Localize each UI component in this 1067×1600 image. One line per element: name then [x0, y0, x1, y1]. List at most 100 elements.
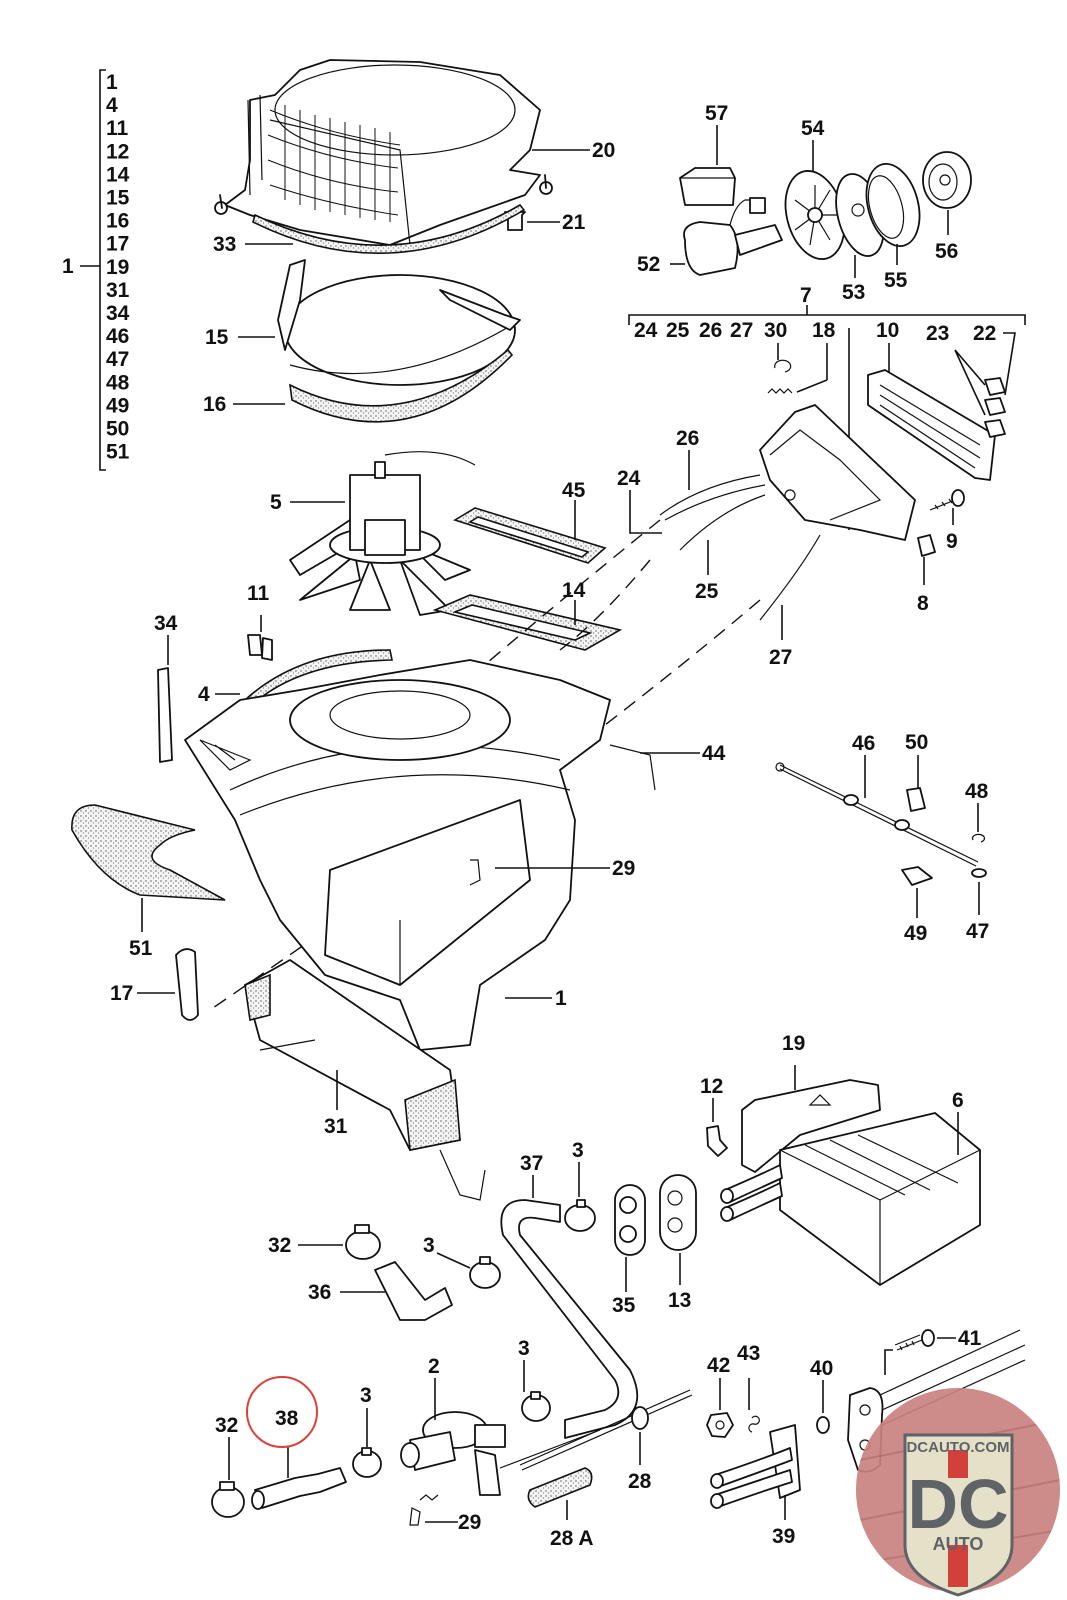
part-11-clip[interactable]: [247, 634, 273, 661]
part-32-clamp-lower[interactable]: [211, 1481, 245, 1518]
part-18-washer[interactable]: [767, 388, 793, 394]
part-39-pipe-flange[interactable]: [710, 1424, 801, 1509]
callout-9[interactable]: 9: [946, 530, 958, 553]
callout-27[interactable]: 27: [769, 646, 792, 669]
part-9-screw[interactable]: [929, 498, 956, 511]
part-28a-sleeve[interactable]: [527, 1467, 593, 1508]
part-1-heater-housing[interactable]: [184, 659, 611, 1051]
callout-4[interactable]: 4: [198, 683, 210, 706]
part-55-wheel[interactable]: [858, 158, 928, 252]
callout-44[interactable]: 44: [702, 742, 726, 765]
part-30-clip[interactable]: [774, 359, 792, 373]
part-56-knob[interactable]: [922, 151, 972, 209]
callout-42[interactable]: 42: [707, 1354, 730, 1377]
part-52-motor[interactable]: [683, 197, 783, 276]
callout-32-lower[interactable]: 32: [215, 1414, 238, 1437]
part-4-seal[interactable]: [243, 649, 393, 707]
callout-40[interactable]: 40: [810, 1357, 833, 1380]
callout-21[interactable]: 21: [562, 211, 586, 234]
callout-51[interactable]: 51: [129, 937, 153, 960]
part-57-resistor-box[interactable]: [679, 167, 736, 206]
part-31-duct-tray[interactable]: [244, 959, 486, 1201]
part-45-gasket[interactable]: [453, 507, 607, 564]
cable-24[interactable]: [659, 474, 761, 516]
callout-29-upper[interactable]: 29: [612, 857, 635, 880]
part-14-gasket[interactable]: [432, 594, 623, 651]
part-13-grommet[interactable]: [659, 1174, 697, 1251]
part-7-control-unit[interactable]: [759, 404, 916, 541]
callout-33[interactable]: 33: [213, 233, 236, 256]
part-35-grommet[interactable]: [614, 1184, 646, 1256]
callout-56[interactable]: 56: [935, 240, 958, 263]
callout-32-upper[interactable]: 32: [268, 1234, 291, 1257]
callout-50[interactable]: 50: [905, 731, 928, 754]
part-28-cable[interactable]: [519, 1389, 693, 1471]
part-37-hose[interactable]: [500, 1199, 639, 1439]
callout-53[interactable]: 53: [842, 281, 865, 304]
part-49-clip[interactable]: [901, 866, 933, 886]
callout-49[interactable]: 49: [904, 922, 927, 945]
callout-43[interactable]: 43: [737, 1342, 760, 1365]
callout-15[interactable]: 15: [205, 326, 229, 349]
callout-52[interactable]: 52: [637, 253, 660, 276]
part-19-cover[interactable]: [741, 1079, 881, 1173]
part-40-oring[interactable]: [816, 1416, 830, 1434]
part-20-blower-cover[interactable]: [214, 59, 553, 246]
part-42-nut[interactable]: [706, 1412, 734, 1438]
part-6-heater-core[interactable]: [720, 1112, 981, 1286]
callout-8[interactable]: 8: [917, 592, 929, 615]
part-33-gasket[interactable]: [252, 203, 526, 255]
part-44-rod[interactable]: [609, 744, 656, 791]
callout-28[interactable]: 28: [628, 1470, 652, 1493]
part-10-control-panel[interactable]: [867, 369, 996, 481]
callout-37[interactable]: 37: [520, 1152, 543, 1175]
part-50-clip[interactable]: [906, 787, 926, 812]
callout-13[interactable]: 13: [668, 1289, 691, 1312]
cable-25[interactable]: [679, 494, 766, 551]
part-15-flap[interactable]: [277, 259, 521, 386]
callout-24[interactable]: 24: [617, 467, 641, 490]
part-43-hook[interactable]: [748, 1415, 760, 1433]
callout-41[interactable]: 41: [958, 1327, 982, 1350]
part-51-foam[interactable]: [71, 804, 226, 901]
callout-29-lower[interactable]: 29: [458, 1511, 481, 1534]
callout-57[interactable]: 57: [705, 102, 728, 125]
callout-19[interactable]: 19: [782, 1032, 805, 1055]
callout-3-a[interactable]: 3: [572, 1139, 584, 1162]
part-12-clip[interactable]: [706, 1125, 728, 1157]
cable-27[interactable]: [759, 534, 821, 621]
part-22-knobs[interactable]: [984, 377, 1006, 438]
callout-12[interactable]: 12: [700, 1075, 723, 1098]
callout-20[interactable]: 20: [592, 139, 615, 162]
part-3-clamp-d[interactable]: [352, 1447, 382, 1478]
callout-28a[interactable]: 28 A: [550, 1527, 594, 1550]
part-29-spring[interactable]: [409, 1494, 439, 1526]
callout-31[interactable]: 31: [324, 1115, 348, 1138]
callout-3-c[interactable]: 3: [518, 1337, 530, 1360]
part-2-valve[interactable]: [400, 1411, 601, 1496]
callout-54[interactable]: 54: [801, 117, 825, 140]
callout-16[interactable]: 16: [203, 393, 226, 416]
part-47-washer[interactable]: [971, 868, 987, 878]
callout-26[interactable]: 26: [676, 427, 699, 450]
callout-2[interactable]: 2: [428, 1355, 440, 1378]
callout-46[interactable]: 46: [852, 732, 875, 755]
callout-47[interactable]: 47: [966, 920, 989, 943]
callout-1[interactable]: 1: [555, 987, 567, 1010]
part-16-seal[interactable]: [289, 348, 514, 423]
callout-17[interactable]: 17: [110, 982, 133, 1005]
part-8-clip[interactable]: [917, 534, 936, 557]
part-36-hose[interactable]: [374, 1261, 453, 1321]
part-38-hose[interactable]: [254, 1467, 347, 1509]
callout-3-d[interactable]: 3: [360, 1384, 372, 1407]
callout-35[interactable]: 35: [612, 1294, 636, 1317]
callout-39[interactable]: 39: [772, 1525, 795, 1548]
part-3-clamp[interactable]: [564, 1199, 596, 1232]
callout-34[interactable]: 34: [154, 612, 178, 635]
part-17-lever[interactable]: [175, 948, 199, 1021]
part-46-rod[interactable]: [775, 762, 979, 867]
part-32-clamp-upper[interactable]: [345, 1224, 381, 1260]
callout-6[interactable]: 6: [952, 1089, 964, 1112]
part-5-blower-motor[interactable]: [289, 451, 476, 616]
callout-25[interactable]: 25: [695, 580, 719, 603]
